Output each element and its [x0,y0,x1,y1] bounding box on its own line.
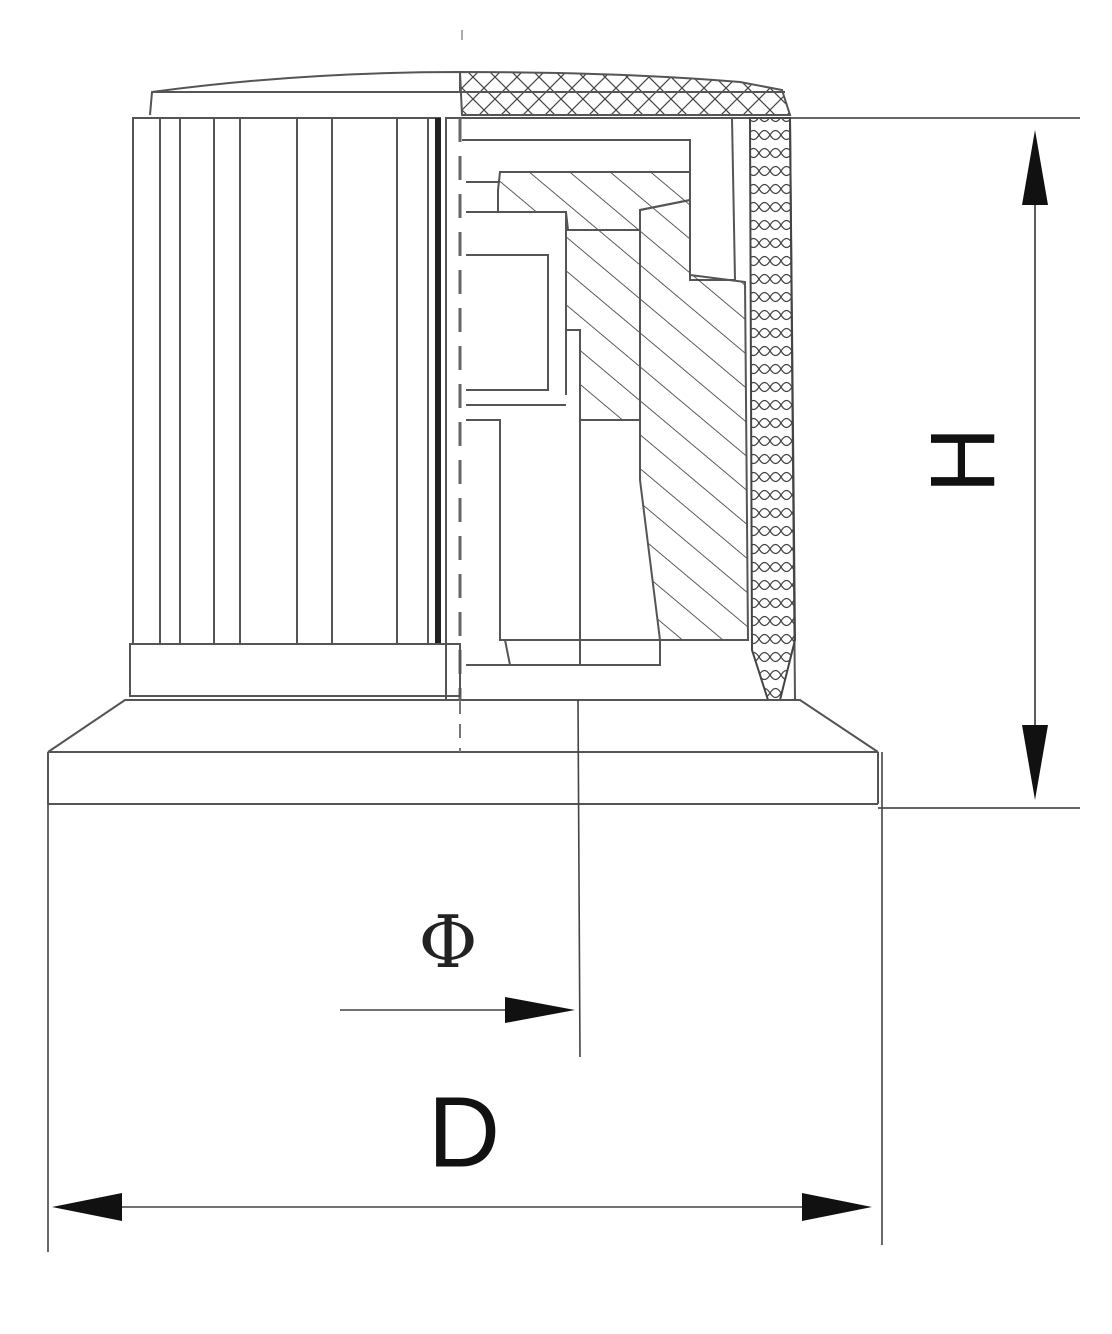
dimension-shaft [340,699,581,1058]
insert-wedge [639,198,750,641]
dimension-diameter [47,752,883,1252]
diameter-label: D [428,1076,500,1188]
knob-skirt [47,643,879,805]
dimension-height [790,117,1080,809]
knurled-wall [748,117,797,701]
height-arrow-top [1022,130,1048,205]
fluted-body [132,117,441,645]
insert-sleeve [565,229,641,421]
diameter-arrow-left [52,1193,122,1221]
height-arrow-bottom [1022,725,1048,800]
shaft-label: Φ [418,900,477,984]
diameter-arrow-right [802,1193,872,1221]
height-label: H [912,427,1014,493]
shaft-arrow [505,997,575,1023]
top-cap [149,30,792,116]
cross-section [445,117,797,701]
cap-knurl-band [458,70,792,116]
